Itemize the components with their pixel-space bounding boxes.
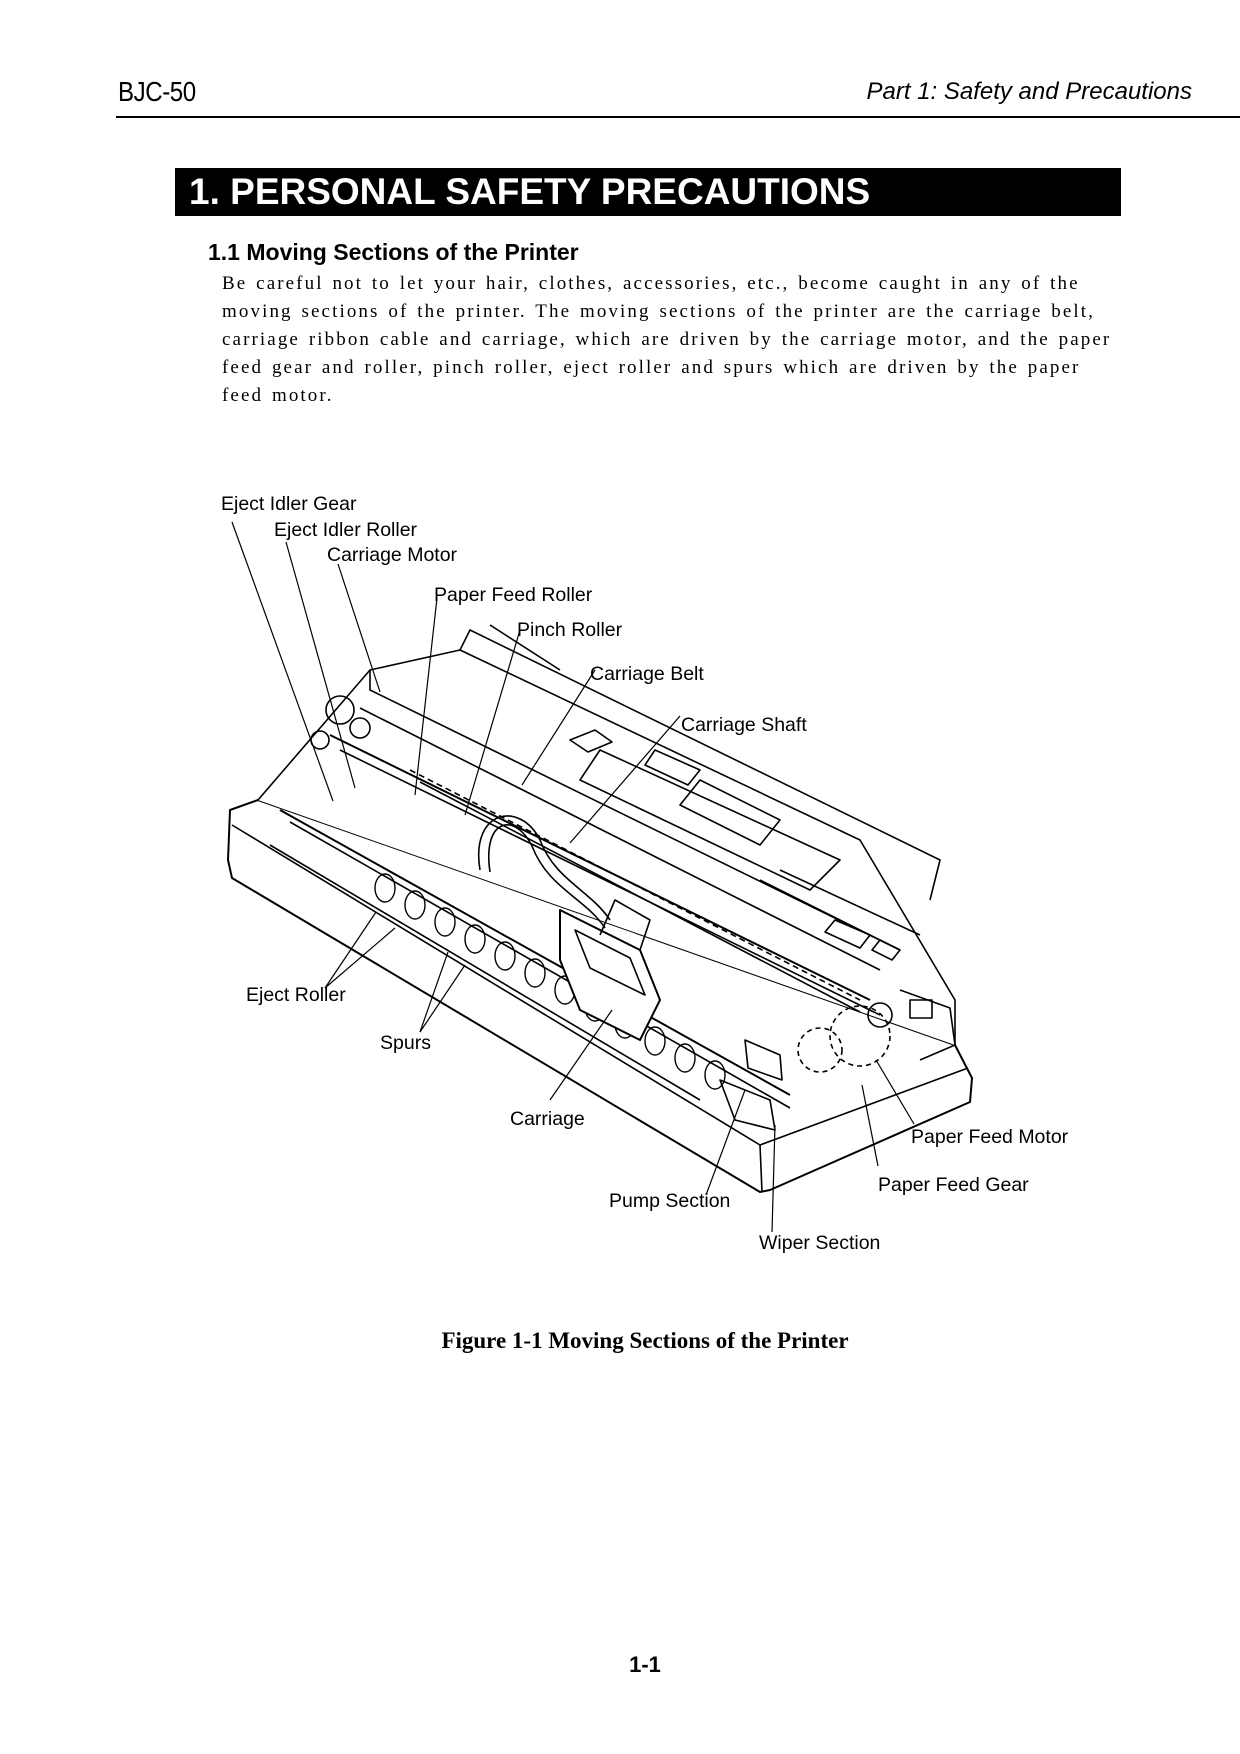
body-paragraph: Be careful not to let your hair, clothes… <box>222 273 1112 406</box>
printer-illustration <box>227 521 973 1233</box>
page-number: 1-1 <box>629 1652 661 1677</box>
section-title: 1. PERSONAL SAFETY PRECAUTIONS <box>175 168 1121 216</box>
callout-paper-feed-gear: Paper Feed Gear <box>878 1174 1029 1196</box>
printer-figure: Eject Idler Gear Eject Idler Roller Carr… <box>0 480 1240 1280</box>
callout-paper-feed-roller: Paper Feed Roller <box>434 584 593 606</box>
callout-carriage: Carriage <box>510 1108 585 1130</box>
part-title: Part 1: Safety and Precautions <box>866 78 1192 105</box>
figure-caption: Figure 1-1 Moving Sections of the Printe… <box>441 1328 849 1353</box>
callout-carriage-belt: Carriage Belt <box>590 663 704 685</box>
callout-carriage-shaft: Carriage Shaft <box>681 714 807 736</box>
document-model: BJC-50 <box>118 76 196 107</box>
header-rule <box>116 116 1240 118</box>
callout-eject-idler-roller: Eject Idler Roller <box>274 519 418 541</box>
callout-pinch-roller: Pinch Roller <box>517 619 623 641</box>
callout-paper-feed-motor: Paper Feed Motor <box>911 1126 1069 1148</box>
callout-spurs: Spurs <box>380 1032 431 1054</box>
subsection-title: 1.1 Moving Sections of the Printer <box>208 239 579 265</box>
callout-eject-idler-gear: Eject Idler Gear <box>221 493 357 515</box>
callout-eject-roller: Eject Roller <box>246 984 346 1006</box>
callout-carriage-motor: Carriage Motor <box>327 544 458 566</box>
callout-pump-section: Pump Section <box>609 1190 731 1212</box>
callout-wiper-section: Wiper Section <box>759 1232 881 1254</box>
